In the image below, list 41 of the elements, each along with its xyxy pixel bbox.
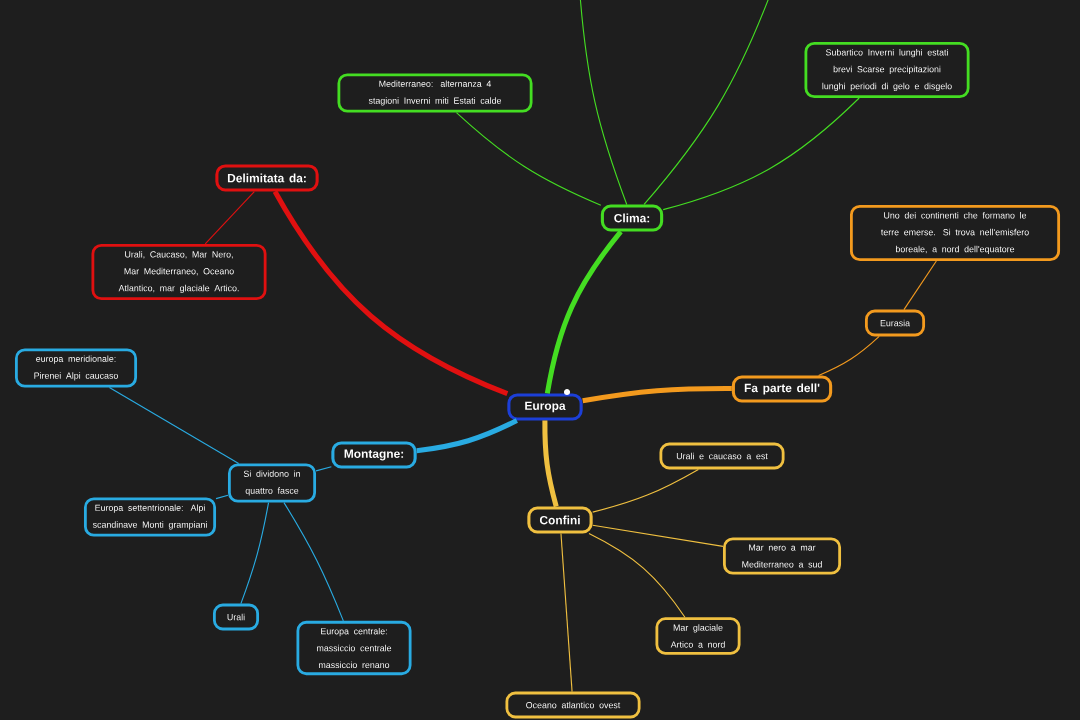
connector (592, 468, 699, 513)
mindmap-node: Urali (212, 603, 260, 631)
connector (582, 385, 732, 404)
mindmap-node: Europa settentrionale: Alpi scandinave Monti grampiani (83, 497, 217, 537)
connector (818, 335, 880, 376)
mindmap-node: Mar glaciale Artico a nord (655, 617, 741, 655)
connector (283, 502, 344, 622)
connector (108, 387, 240, 464)
connector (643, 0, 771, 205)
connector (542, 420, 559, 508)
mindmap-node: Mediterraneo: alternanza 4 stagioni Inverni miti Estati calde (337, 73, 533, 113)
connector (560, 533, 573, 693)
connector (592, 524, 724, 547)
connector (416, 418, 518, 454)
mindmap-node: Europa (507, 393, 583, 421)
mindmap-node: Uno dei continenti che formano le terre emerse. Si trova nell'emisfero boreale, a nord dell'equatore (850, 204, 1061, 262)
connector (588, 533, 686, 618)
mindmap-node: Delimitata da: (215, 164, 319, 192)
connector (272, 190, 509, 397)
connector (240, 502, 270, 605)
mindmap-node: Oceano atlantico ovest (505, 691, 641, 719)
mindmap-node: Confini (527, 506, 593, 534)
mindmap-node: Montagne: (331, 441, 417, 469)
mindmap-node: Urali e caucaso a est (659, 442, 785, 470)
mindmap-node: Urali, Caucaso, Mar Nero, Mar Mediterraneo, Oceano Atlantico, mar glaciale Artico. (91, 243, 267, 301)
connector (544, 229, 623, 394)
mindmap-node: Si dividono in quattro fasce (227, 463, 317, 503)
mindmap-node: europa meridionale: Pirenei Alpi caucaso (14, 348, 138, 388)
connector (579, 0, 628, 205)
mindmap-node: Clima: (600, 204, 664, 232)
connector (315, 466, 332, 472)
connector (662, 97, 860, 211)
connector (455, 112, 602, 206)
connector (903, 260, 937, 311)
mindmap-node: Mar nero a mar Mediterraneo a sud (723, 537, 842, 575)
mindmap-node: Subartico Inverni lunghi estati brevi Scarse precipitazioni lunghi periodi di gelo e disgelo (804, 41, 970, 99)
connector (215, 494, 229, 500)
connector (204, 191, 255, 245)
mindmap-node: Europa centrale: massiccio centrale massiccio renano (296, 620, 412, 676)
mindmap-node: Fa parte dell' (731, 375, 833, 403)
mindmap-node: Eurasia (865, 309, 926, 337)
